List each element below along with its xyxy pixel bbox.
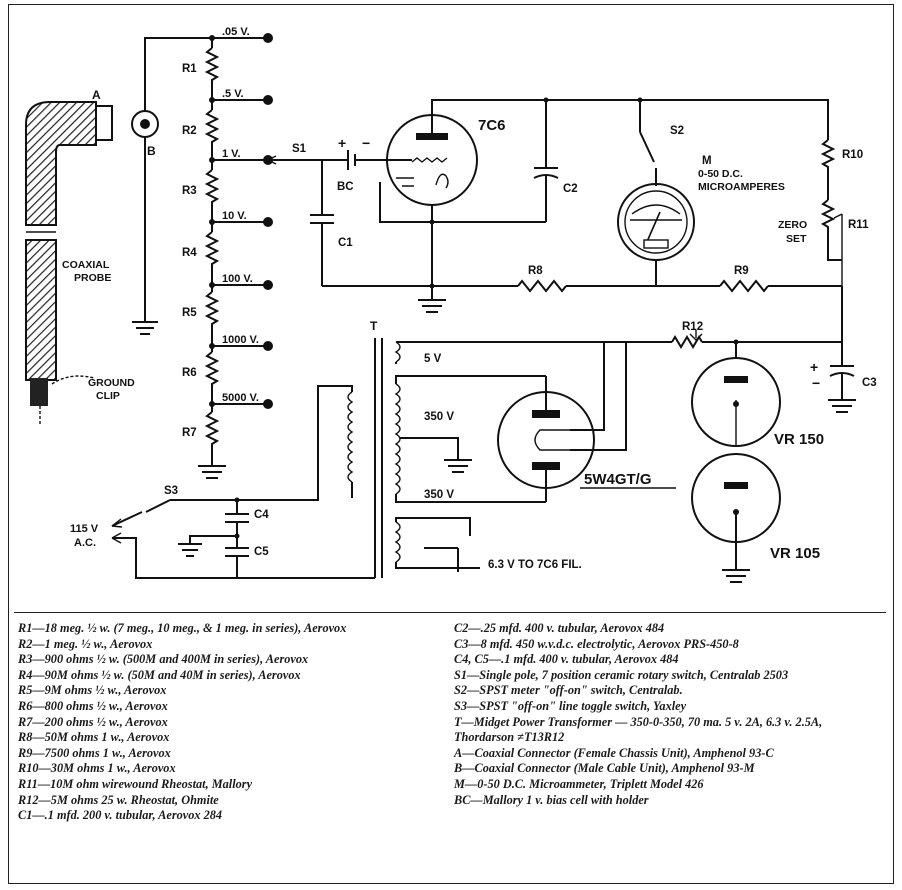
label-set: SET xyxy=(786,233,807,245)
label-vr105: VR 105 xyxy=(770,545,820,562)
part-c1: C1—.1 mfd. 200 v. tubular, Aerovox 284 xyxy=(18,808,223,823)
part-s1: S1—Single pole, 7 position ceramic rotar… xyxy=(454,667,789,682)
part-bc: BC—Mallory 1 v. bias cell with holder xyxy=(454,792,649,807)
part-r7: R7—200 ohms ½ w., Aerovox xyxy=(18,714,168,729)
part-r2: R2—1 meg. ½ w., Aerovox xyxy=(18,636,153,651)
part-r9: R9—7500 ohms 1 w., Aerovox xyxy=(18,745,171,760)
label-ground: GROUND xyxy=(88,377,135,389)
tap-label-2: .5 V. xyxy=(222,88,244,100)
label-r3: R3 xyxy=(182,185,197,197)
coaxial-probe xyxy=(25,101,113,426)
label-r12: R12 xyxy=(682,321,703,333)
part-a: A—Coaxial Connector (Female Chassis Unit… xyxy=(454,745,774,760)
label-minus-bc: − xyxy=(362,135,370,151)
label-plus-bc: + xyxy=(338,135,346,151)
part-t: T—Midget Power Transformer — 350-0-350, … xyxy=(454,714,826,745)
label-r9: R9 xyxy=(734,265,749,277)
label-meter-range: 0-50 D.C. xyxy=(698,168,743,180)
part-r12: R12—5M ohms 25 w. Rheostat, Ohmite xyxy=(18,792,219,807)
microammeter xyxy=(617,183,695,261)
label-c4: C4 xyxy=(254,509,269,521)
label-zero: ZERO xyxy=(778,219,807,231)
tube-5w4gt xyxy=(497,342,627,502)
label-s1: S1 xyxy=(292,143,307,155)
tap-label-4: 10 V. xyxy=(222,210,247,222)
part-r5: R5—9M ohms ½ w., Aerovox xyxy=(18,683,167,698)
label-c1: C1 xyxy=(338,237,353,249)
part-c4-c5: C4, C5—.1 mfd. 400 v. tubular, Aerovox 4… xyxy=(454,652,679,667)
parts-list: R1—18 meg. ½ w. (7 meg., 10 meg., & 1 me… xyxy=(14,612,886,881)
label-ac: A.C. xyxy=(74,537,96,549)
part-r11: R11—10M ohm wirewound Rheostat, Mallory xyxy=(18,776,253,791)
label-fil: 6.3 V TO 7C6 FIL. xyxy=(488,559,582,571)
part-s3: S3—SPST "off-on" line toggle switch, Yax… xyxy=(454,698,687,713)
label-r1: R1 xyxy=(182,63,197,75)
label-c3-minus: − xyxy=(812,375,820,391)
label-coaxial: COAXIAL xyxy=(62,259,110,271)
label-5w4gt: 5W4GT/G xyxy=(584,471,652,488)
label-115v: 115 V xyxy=(70,523,99,535)
label-r2: R2 xyxy=(182,125,197,137)
part-b: B—Coaxial Connector (Male Cable Unit), A… xyxy=(454,761,755,776)
label-vr150: VR 150 xyxy=(774,431,824,448)
label-c2: C2 xyxy=(563,183,578,195)
label-c3-plus: + xyxy=(810,359,818,375)
part-r4: R4—90M ohms ½ w. (50M and 40M in series)… xyxy=(18,667,301,682)
label-clip: CLIP xyxy=(96,390,120,402)
label-c5: C5 xyxy=(254,546,269,558)
label-s2: S2 xyxy=(670,125,684,137)
part-r10: R10—30M ohms 1 w., Aerovox xyxy=(18,761,176,776)
parts-list-left: R1—18 meg. ½ w. (7 meg., 10 meg., & 1 me… xyxy=(14,613,450,881)
label-r10: R10 xyxy=(842,149,863,161)
label-350v-a: 350 V xyxy=(424,411,454,423)
label-a: A xyxy=(92,88,101,102)
label-7c6: 7C6 xyxy=(478,117,506,134)
label-r4: R4 xyxy=(182,247,197,259)
part-c3: C3—8 mfd. 450 w.v.d.c. electrolytic, Aer… xyxy=(454,636,739,651)
part-r6: R6—800 ohms ½ w., Aerovox xyxy=(18,698,168,713)
label-bc: BC xyxy=(337,181,354,193)
part-s2: S2—SPST meter "off-on" switch, Centralab… xyxy=(454,683,683,698)
tap-label-1: .05 V. xyxy=(222,26,250,38)
label-r5: R5 xyxy=(182,307,197,319)
part-r8: R8—50M ohms 1 w., Aerovox xyxy=(18,730,170,745)
part-r1: R1—18 meg. ½ w. (7 meg., 10 meg., & 1 me… xyxy=(18,621,347,635)
label-r6: R6 xyxy=(182,367,197,379)
tube-vr105 xyxy=(691,453,781,570)
voltage-divider xyxy=(198,33,273,479)
tap-label-7: 5000 V. xyxy=(222,392,259,404)
part-r3: R3—900 ohms ½ w. (500M and 400M in serie… xyxy=(18,652,309,667)
part-c2: C2—.25 mfd. 400 v. tubular, Aerovox 484 xyxy=(454,621,665,635)
tube-vr150 xyxy=(691,357,781,447)
label-5v: 5 V xyxy=(424,353,442,365)
label-r7: R7 xyxy=(182,427,197,439)
part-m: M—0-50 D.C. Microammeter, Triplett Model… xyxy=(454,776,704,791)
label-350v-b: 350 V xyxy=(424,489,454,501)
label-s3: S3 xyxy=(164,485,178,497)
tap-label-5: 100 V. xyxy=(222,273,253,285)
label-r8: R8 xyxy=(528,265,543,277)
parts-list-right: C2—.25 mfd. 400 v. tubular, Aerovox 484 … xyxy=(450,613,886,881)
tap-label-6: 1000 V. xyxy=(222,334,259,346)
label-r11: R11 xyxy=(848,219,869,231)
figure-frame xyxy=(8,4,894,884)
label-meter-units: MICROAMPERES xyxy=(698,181,785,193)
label-b: B xyxy=(147,144,156,158)
label-t: T xyxy=(370,319,378,333)
label-meter-m: M xyxy=(702,155,712,167)
label-c3: C3 xyxy=(862,377,877,389)
tap-label-3: 1 V. xyxy=(222,148,241,160)
label-probe: PROBE xyxy=(74,272,111,284)
schematic-diagram: A B COAXIAL PROBE GROUND CLIP xyxy=(25,26,877,583)
